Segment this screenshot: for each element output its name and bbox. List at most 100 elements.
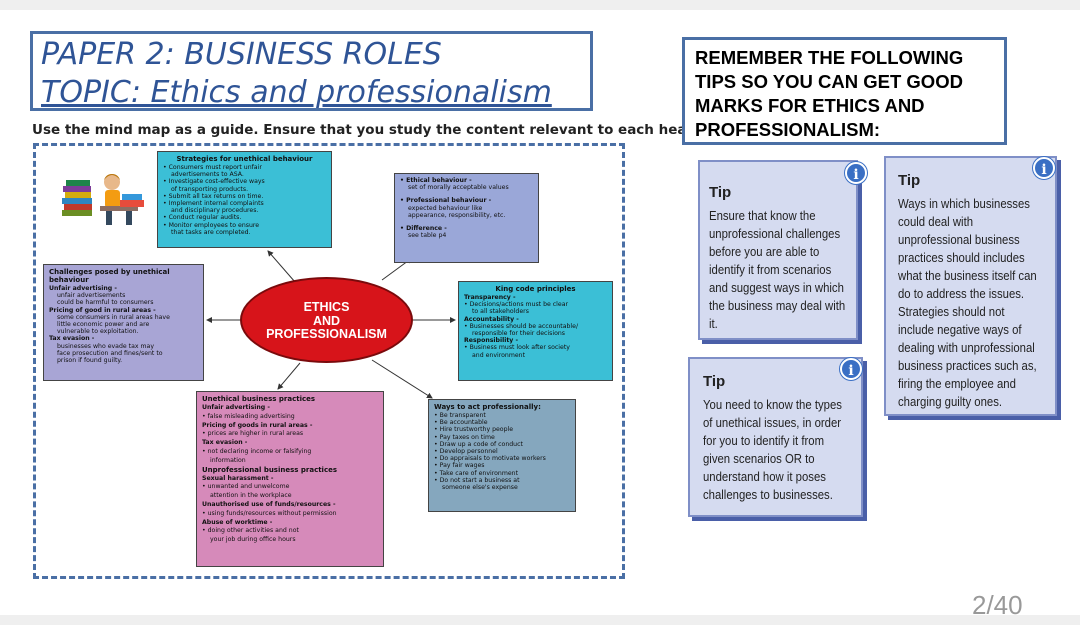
tip-text: You need to know the types of unethical … — [703, 397, 842, 502]
ethical-item: see table p4 — [408, 232, 447, 240]
remember-tips-box: REMEMBER THE FOLLOWING TIPS SO YOU CAN G… — [682, 37, 1007, 145]
tip-card: Tip Ways in which businesses could deal … — [884, 156, 1057, 416]
ethical-item: • Difference - — [400, 225, 447, 233]
ways-item: • Hire trustworthy people — [434, 426, 514, 434]
title-box: PAPER 2: BUSINESS ROLES TOPIC: Ethics an… — [30, 31, 593, 111]
unethical-item: Tax evasion - — [202, 439, 248, 447]
challenges-item: face prosecution and fines/sent to — [57, 349, 163, 357]
unethical-item: • using funds/resources without permissi… — [202, 509, 337, 517]
arrow-to-strategies — [267, 250, 296, 283]
central-topic-line: AND — [312, 313, 341, 328]
ways-item: • Be accountable — [434, 419, 488, 427]
ethical-item: expected behaviour like — [408, 204, 483, 212]
ways-item: • Draw up a code of conduct — [434, 440, 523, 448]
challenges-item: could be harmful to consumers — [57, 299, 154, 307]
mind-map-frame — [33, 143, 625, 579]
central-topic-line: ETHICS — [303, 300, 350, 314]
ways-item: • Be transparent — [434, 412, 486, 419]
challenges-item: Pricing of good in rural areas - — [49, 306, 156, 314]
tip-card: Tip You need to know the types of unethi… — [688, 357, 863, 517]
ways-item: • Do appraisals to motivate workers — [434, 455, 546, 463]
ways-item: • Pay taxes on time — [434, 433, 495, 441]
info-icon: i — [1033, 157, 1055, 179]
strategies-item: • Implement internal complaints — [163, 200, 264, 208]
challenges-item: Tax evasion - — [49, 335, 95, 343]
info-icon: i — [840, 358, 862, 380]
ways-item: • Do not start a business at — [434, 476, 520, 484]
challenges-item: vulnerable to exploitation. — [57, 328, 139, 336]
ways-item: someone else's expense — [442, 484, 518, 492]
central-topic-ellipse: ETHICS AND PROFESSIONALISM — [240, 277, 413, 363]
unethical-heading: Unethical business practices — [202, 395, 316, 403]
strategies-heading: Strategies for unethical behaviour — [176, 155, 313, 163]
tip-card: Tip Ensure that know the unprofessional … — [698, 160, 858, 340]
tip-heading: Tip — [709, 184, 732, 201]
strategies-item: • Consumers must report unfair — [163, 164, 262, 171]
king-item: to all stakeholders — [472, 308, 529, 316]
strategies-item: • Conduct regular audits. — [163, 214, 242, 222]
king-item: • Businesses should be accountable/ — [464, 322, 579, 330]
king-item: • Business must look after society — [464, 344, 570, 352]
unethical-item: • false misleading advertising — [202, 412, 295, 420]
king-item: responsible for their decisions — [472, 330, 566, 338]
tip-heading: Tip — [703, 373, 726, 390]
king-heading: King code principles — [495, 285, 576, 293]
challenges-item: businesses who evade tax may — [57, 342, 154, 350]
unethical-item: information — [210, 456, 246, 464]
ways-item: • Take care of environment — [434, 469, 519, 477]
strategies-item: • Investigate cost-effective ways — [163, 178, 265, 186]
challenges-box: Challenges posed by unethical behaviour … — [43, 264, 204, 381]
ways-item: • Develop personnel — [434, 448, 498, 456]
unethical-item: • not declaring income or falsifying — [202, 447, 312, 455]
strategies-item: of transporting products. — [171, 185, 249, 193]
unethical-item: Pricing of goods in rural areas - — [202, 421, 313, 429]
strategies-box: Strategies for unethical behaviour • Con… — [157, 151, 332, 248]
unethical-item: • unwanted and unwelcome — [202, 483, 290, 491]
ethical-behaviour-box: • Ethical behaviour - set of morally acc… — [394, 173, 539, 263]
challenges-item: little economic power and are — [57, 321, 150, 329]
ethical-item: set of morally acceptable values — [408, 184, 509, 192]
arrow-to-ways — [371, 359, 433, 399]
challenges-item: unfair advertisements — [57, 292, 126, 300]
king-item: and environment — [472, 351, 526, 359]
unethical-item: Sexual harassment - — [202, 474, 274, 482]
challenges-item: Unfair advertising - — [49, 285, 117, 292]
ethical-item: • Professional behaviour - — [400, 197, 492, 205]
strategies-item: • Monitor employees to ensure — [163, 221, 260, 229]
unethical-item: Unfair advertising - — [202, 404, 270, 411]
king-item: Responsibility - — [464, 337, 519, 345]
ways-heading: Ways to act professionally: — [434, 403, 541, 411]
king-item: Accountability - — [464, 315, 519, 323]
central-topic-line: PROFESSIONALISM — [266, 327, 387, 341]
mind-map-arrows — [206, 250, 456, 399]
strategies-item: and disciplinary procedures. — [171, 207, 259, 215]
unethical-practices-box: Unethical business practices Unfair adve… — [196, 391, 384, 567]
page-indicator: 2/40 — [972, 590, 1023, 620]
unethical-item: Unprofessional business practices — [202, 465, 338, 474]
tip-heading: Tip — [898, 172, 921, 189]
info-icon: i — [845, 162, 867, 184]
strategies-item: • Submit all tax returns on time. — [163, 192, 264, 200]
tip-text: Ensure that know the unprofessional chal… — [709, 208, 846, 331]
ways-item: • Pay fair wages — [434, 462, 485, 470]
title-line1: PAPER 2: BUSINESS ROLES — [41, 37, 442, 72]
strategies-item: that tasks are completed. — [171, 228, 251, 236]
guide-text: Use the mind map as a guide. Ensure that… — [32, 122, 721, 138]
ways-professional-box: Ways to act professionally: • Be transpa… — [428, 399, 576, 512]
unethical-item: • prices are higher in rural areas — [202, 430, 304, 438]
challenges-item: some consumers in rural areas have — [57, 313, 170, 321]
challenges-item: prison if found guilty. — [57, 357, 123, 365]
tip-text: Ways in which businesses could deal with… — [898, 196, 1037, 409]
challenges-heading: Challenges posed by unethical behaviour — [49, 268, 170, 284]
unethical-item: attention in the workplace — [210, 492, 292, 500]
ethical-item: appearance, responsibility, etc. — [408, 211, 506, 219]
title-line2: TOPIC: Ethics and professionalism — [41, 75, 552, 110]
unethical-item: • doing other activities and not — [202, 527, 299, 535]
ethical-item: • Ethical behaviour - — [400, 177, 472, 184]
unethical-item: your job during office hours — [210, 536, 296, 544]
king-item: Transparency - — [464, 294, 516, 301]
king-code-box: King code principles Transparency - • De… — [458, 281, 613, 381]
strategies-item: advertisements to ASA. — [171, 171, 244, 179]
king-item: • Decisions/actions must be clear — [464, 301, 569, 309]
unethical-item: Unauthorised use of funds/resources - — [202, 500, 336, 508]
